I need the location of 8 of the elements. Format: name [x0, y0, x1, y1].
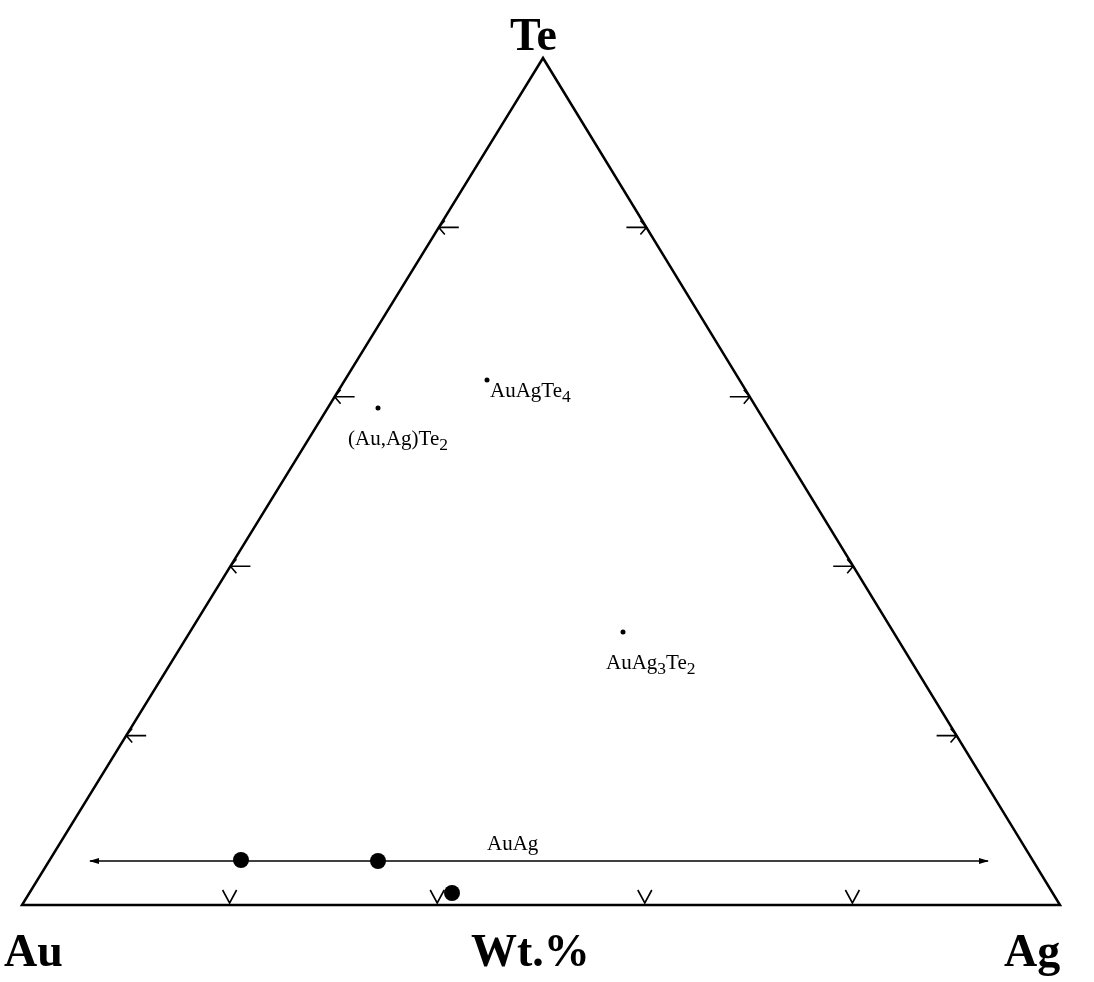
vertex-label: Te	[510, 12, 557, 58]
phase-label: AuAgTe$_{4}$	[490, 380, 571, 406]
axis-label: Wt.%	[471, 928, 590, 974]
vertex-label: Ag	[1004, 928, 1061, 974]
phase-label: AuAg$_{3}$Te$_{2}$	[606, 652, 696, 678]
phase-label: AuAg	[487, 833, 539, 854]
phase-label: (Au,Ag)Te$_{2}$	[348, 428, 448, 454]
vertex-label: Au	[4, 928, 63, 974]
